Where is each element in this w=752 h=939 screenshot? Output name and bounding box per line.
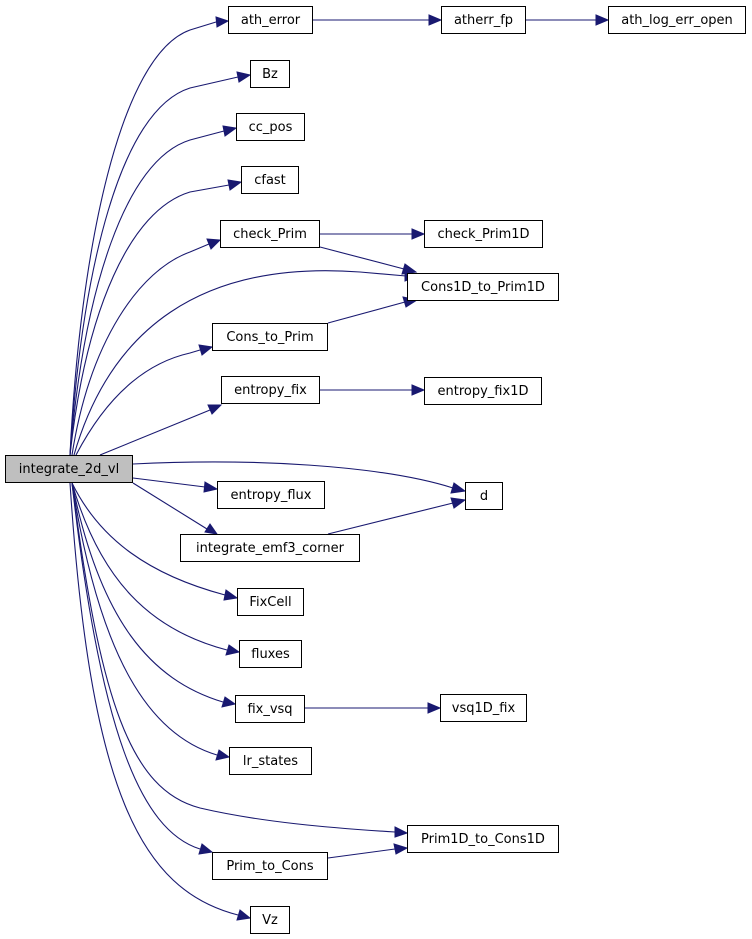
edge-arrowhead	[204, 523, 219, 535]
edge-integrate-2d-vl-to-cfast	[69, 179, 243, 456]
edge-atherr-fp-to-ath-log-err-open	[526, 14, 610, 26]
node-check-prim[interactable]: check_Prim	[220, 220, 320, 248]
edge-integrate-2d-vl-to-fluxes	[71, 482, 241, 656]
edge-integrate-2d-vl-to-fix-vsq	[71, 482, 237, 708]
node-entropy-fix[interactable]: entropy_fix	[221, 376, 320, 404]
edge-arrowhead	[393, 843, 409, 855]
node-cons-to-prim[interactable]: Cons_to_Prim	[212, 323, 328, 351]
edge-line	[327, 848, 396, 859]
edge-line	[71, 482, 228, 651]
edge-arrowhead	[225, 644, 241, 656]
edge-arrowhead	[215, 749, 231, 761]
node-fix-vsq[interactable]: fix_vsq	[235, 695, 305, 723]
edge-integrate-emf3-corner-to-d	[327, 497, 467, 535]
node-bz[interactable]: Bz	[250, 60, 290, 88]
edge-entropy-fix-to-entropy-fix1d	[320, 384, 426, 396]
edge-integrate-2d-vl-to-ath-error	[69, 16, 230, 456]
edge-ath-error-to-atherr-fp	[313, 14, 443, 26]
node-integrate-emf3-corner[interactable]: integrate_emf3_corner	[180, 534, 360, 562]
node-entropy-flux[interactable]: entropy_flux	[217, 481, 325, 509]
edge-integrate-2d-vl-to-cons-to-prim	[75, 344, 214, 456]
edge-line	[132, 482, 208, 530]
edge-check-prim-to-cons1d-to-prim1d	[319, 246, 418, 275]
edge-line	[327, 502, 454, 535]
node-d[interactable]: d	[465, 482, 503, 510]
node-cons1d-to-prim1d[interactable]: Cons1D_to_Prim1D	[407, 273, 559, 301]
edge-line	[71, 482, 201, 850]
edge-line	[69, 21, 217, 456]
edge-arrowhead	[203, 481, 219, 493]
node-fixcell[interactable]: FixCell	[237, 588, 304, 616]
edge-arrowhead	[411, 228, 426, 240]
edge-integrate-2d-vl-to-vz	[69, 482, 252, 921]
edge-line	[319, 246, 405, 270]
edge-integrate-2d-vl-to-prim1d-to-cons1d	[71, 482, 409, 838]
node-entropy-fix1d[interactable]: entropy_fix1D	[424, 377, 542, 405]
node-atherr-fp[interactable]: atherr_fp	[441, 6, 526, 34]
edge-arrowhead	[595, 14, 610, 26]
edge-integrate-2d-vl-to-check-prim	[71, 238, 222, 456]
edge-integrate-2d-vl-to-prim-to-cons	[71, 482, 214, 855]
edge-arrowhead	[206, 238, 222, 250]
edge-integrate-2d-vl-to-entropy-fix	[99, 404, 223, 456]
node-check-prim1d[interactable]: check_Prim1D	[424, 220, 543, 248]
edge-arrowhead	[236, 71, 252, 83]
edge-line	[71, 243, 210, 456]
node-fluxes[interactable]: fluxes	[239, 640, 302, 668]
edge-line	[132, 477, 206, 488]
edge-line	[327, 301, 406, 324]
node-lr-states[interactable]: lr_states	[229, 747, 312, 775]
edge-arrowhead	[411, 384, 426, 396]
node-vsq1d-fix[interactable]: vsq1D_fix	[440, 694, 527, 722]
edge-line	[71, 482, 226, 596]
edge-integrate-2d-vl-to-cc-pos	[69, 125, 238, 456]
edge-line	[73, 270, 407, 456]
edge-arrowhead	[450, 482, 467, 494]
edge-line	[69, 130, 225, 456]
edge-integrate-2d-vl-to-bz	[69, 71, 252, 456]
edge-prim-to-cons-to-prim1d-to-cons1d	[327, 843, 409, 859]
edge-arrowhead	[222, 125, 238, 137]
edge-arrowhead	[198, 344, 214, 356]
edge-arrowhead	[221, 696, 237, 708]
edge-arrowhead	[394, 826, 409, 838]
edge-integrate-2d-vl-to-d	[132, 461, 467, 494]
edge-line	[69, 184, 230, 456]
edge-fix-vsq-to-vsq1d-fix	[305, 702, 442, 714]
edge-arrowhead	[428, 14, 443, 26]
edge-line	[69, 482, 239, 916]
edge-arrowhead	[215, 16, 230, 28]
node-ath-error[interactable]: ath_error	[228, 6, 313, 34]
node-cfast[interactable]: cfast	[241, 166, 299, 194]
edge-arrowhead	[207, 404, 223, 415]
node-prim-to-cons[interactable]: Prim_to_Cons	[212, 852, 328, 880]
edge-arrowhead	[427, 702, 442, 714]
node-integrate-2d-vl: integrate_2d_vl	[5, 455, 133, 483]
edge-arrowhead	[227, 179, 243, 191]
edge-line	[99, 409, 211, 456]
node-cc-pos[interactable]: cc_pos	[236, 113, 305, 141]
edge-cons-to-prim-to-cons1d-to-prim1d	[327, 296, 419, 324]
edge-line	[132, 461, 454, 489]
edge-line	[71, 482, 218, 756]
edge-check-prim-to-check-prim1d	[320, 228, 426, 240]
edge-line	[75, 349, 201, 456]
edge-line	[69, 76, 239, 456]
node-prim1d-to-cons1d[interactable]: Prim1D_to_Cons1D	[407, 825, 559, 853]
edge-integrate-2d-vl-to-entropy-flux	[132, 477, 219, 493]
edge-integrate-2d-vl-to-lr-states	[71, 482, 231, 761]
edge-arrowhead	[450, 497, 467, 509]
edge-arrowhead	[223, 589, 239, 601]
edge-arrowhead	[236, 909, 252, 921]
node-ath-log-err-open[interactable]: ath_log_err_open	[608, 6, 746, 34]
edge-arrowhead	[198, 843, 214, 855]
edge-line	[71, 482, 224, 703]
edge-integrate-2d-vl-to-fixcell	[71, 482, 239, 601]
node-vz[interactable]: Vz	[250, 906, 290, 934]
edge-integrate-2d-vl-to-cons1d-to-prim1d	[73, 270, 419, 456]
edge-line	[71, 482, 396, 833]
edge-integrate-2d-vl-to-integrate-emf3-corner	[132, 482, 219, 535]
